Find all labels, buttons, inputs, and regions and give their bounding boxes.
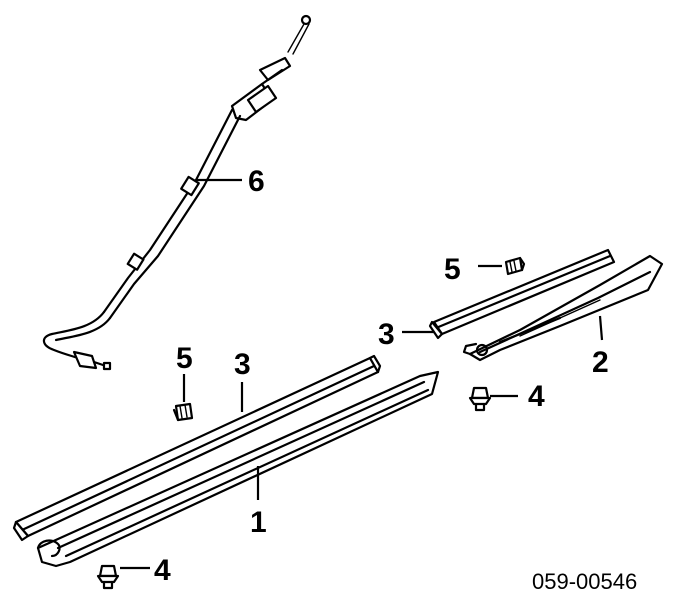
- callout-1: 1: [250, 506, 267, 539]
- callout-5-top: 5: [444, 253, 461, 286]
- callout-6: 6: [248, 165, 265, 198]
- part-6-cable-harness: [42, 14, 312, 371]
- callout-3-right: 3: [378, 318, 395, 351]
- part-5-top-fastener: [504, 256, 526, 276]
- part-4-bottom-clip: [96, 564, 120, 590]
- part-2-right-molding: [462, 254, 664, 362]
- callout-5-left: 5: [176, 342, 193, 375]
- callout-3-left: 3: [234, 348, 251, 381]
- part-number-label: 059-00546: [532, 569, 637, 594]
- part-5-left-fastener: [172, 402, 194, 422]
- callout-4-right: 4: [528, 380, 545, 413]
- leader-lines: [120, 178, 604, 570]
- part-3-right-upper-strip: [428, 248, 616, 340]
- callout-4-bottom: 4: [154, 554, 171, 587]
- part-4-right-clip: [468, 386, 492, 412]
- callout-2: 2: [592, 346, 609, 379]
- part-1-long-lower-molding: [36, 370, 440, 568]
- part-3-left-long-strip: [12, 354, 382, 542]
